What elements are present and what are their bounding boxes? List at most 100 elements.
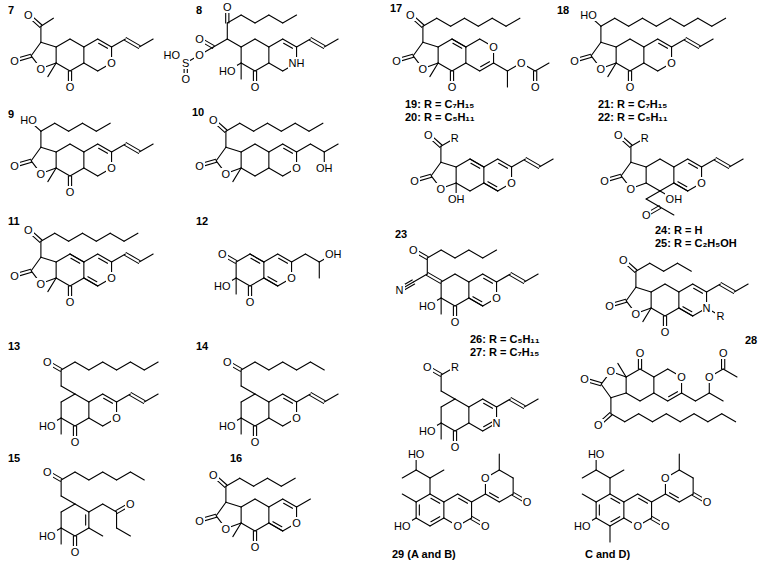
bond <box>629 18 643 26</box>
bond <box>269 362 283 370</box>
bond <box>670 18 684 26</box>
atom-label: HO <box>393 520 412 532</box>
bond <box>437 18 451 26</box>
compound-number: 8 <box>196 4 202 16</box>
bond <box>492 18 506 26</box>
bond <box>688 159 702 167</box>
bond <box>89 528 103 536</box>
bond <box>297 362 311 370</box>
bond <box>644 63 658 71</box>
bond <box>600 26 601 42</box>
bond <box>310 362 324 370</box>
bond <box>125 145 139 153</box>
bond <box>468 282 469 298</box>
bond <box>674 183 688 191</box>
bond <box>41 18 53 26</box>
atom-label: O <box>641 209 652 221</box>
atom-label: O <box>506 177 517 189</box>
atom-label: O <box>286 272 297 284</box>
bond <box>88 512 89 528</box>
bond <box>469 250 483 258</box>
bond <box>269 418 283 426</box>
bond <box>455 423 469 431</box>
bond <box>41 233 55 241</box>
bond <box>269 394 283 402</box>
bond <box>269 523 283 531</box>
bond <box>41 42 56 47</box>
bond <box>654 369 668 377</box>
atom-label: O <box>660 326 671 338</box>
bond <box>608 63 616 77</box>
atom-label: O <box>106 162 117 174</box>
bond <box>56 254 70 262</box>
bond <box>734 284 748 292</box>
bond <box>31 42 41 56</box>
bond <box>70 144 84 152</box>
bond <box>651 502 652 518</box>
bond <box>685 40 699 48</box>
bond <box>103 394 117 402</box>
atom-label: O <box>405 9 416 21</box>
atom-label: O <box>530 81 541 93</box>
bond <box>611 393 626 398</box>
bond <box>469 298 483 306</box>
bond <box>640 369 654 377</box>
bond <box>131 393 145 401</box>
bond <box>83 47 84 63</box>
bond <box>126 38 140 46</box>
atom-label: N <box>702 302 712 314</box>
atom-label: O <box>593 419 604 431</box>
bond <box>216 147 226 161</box>
bond <box>611 498 620 503</box>
atom-label: O <box>625 81 636 93</box>
atom-label: O <box>70 436 81 448</box>
bond <box>455 298 469 306</box>
bond <box>677 263 691 271</box>
bond <box>241 144 255 152</box>
bond <box>240 123 254 131</box>
atom-label: O <box>65 81 76 93</box>
bond <box>254 123 268 131</box>
bond <box>481 62 490 67</box>
bond <box>216 502 226 516</box>
bond <box>241 168 255 176</box>
bond <box>485 494 499 502</box>
atom-label: O <box>450 441 461 453</box>
atom-label: R <box>450 361 460 373</box>
bond <box>431 517 440 522</box>
bond <box>679 308 693 316</box>
bond <box>130 395 144 403</box>
bond <box>144 394 158 402</box>
bond <box>255 15 269 23</box>
atom-label: HO <box>213 280 232 292</box>
atom-label: O <box>423 129 434 141</box>
bond <box>70 39 84 47</box>
bond <box>422 26 423 42</box>
bond <box>241 418 255 426</box>
compound-number: 9 <box>8 108 14 120</box>
atom-label: O <box>36 278 47 290</box>
atom-label: N <box>395 284 405 296</box>
bond <box>98 39 112 47</box>
atom-label: O <box>516 57 527 69</box>
atom-label: OH <box>315 162 334 174</box>
atom-label: HO <box>163 49 182 61</box>
atom-label: OH <box>447 193 466 205</box>
bond <box>56 168 70 176</box>
bond <box>441 282 442 298</box>
bond <box>668 393 682 401</box>
bond <box>89 418 103 426</box>
atom-label: O <box>65 296 76 308</box>
bond <box>83 262 84 278</box>
bond <box>402 494 416 502</box>
bond <box>110 233 124 241</box>
bond <box>658 39 672 47</box>
atom-label: O <box>42 356 53 368</box>
bond <box>640 393 654 401</box>
atom-label: O <box>194 160 205 172</box>
bond <box>636 263 650 271</box>
atom-label: O <box>9 160 20 172</box>
bond <box>240 478 254 486</box>
bond <box>601 42 616 47</box>
